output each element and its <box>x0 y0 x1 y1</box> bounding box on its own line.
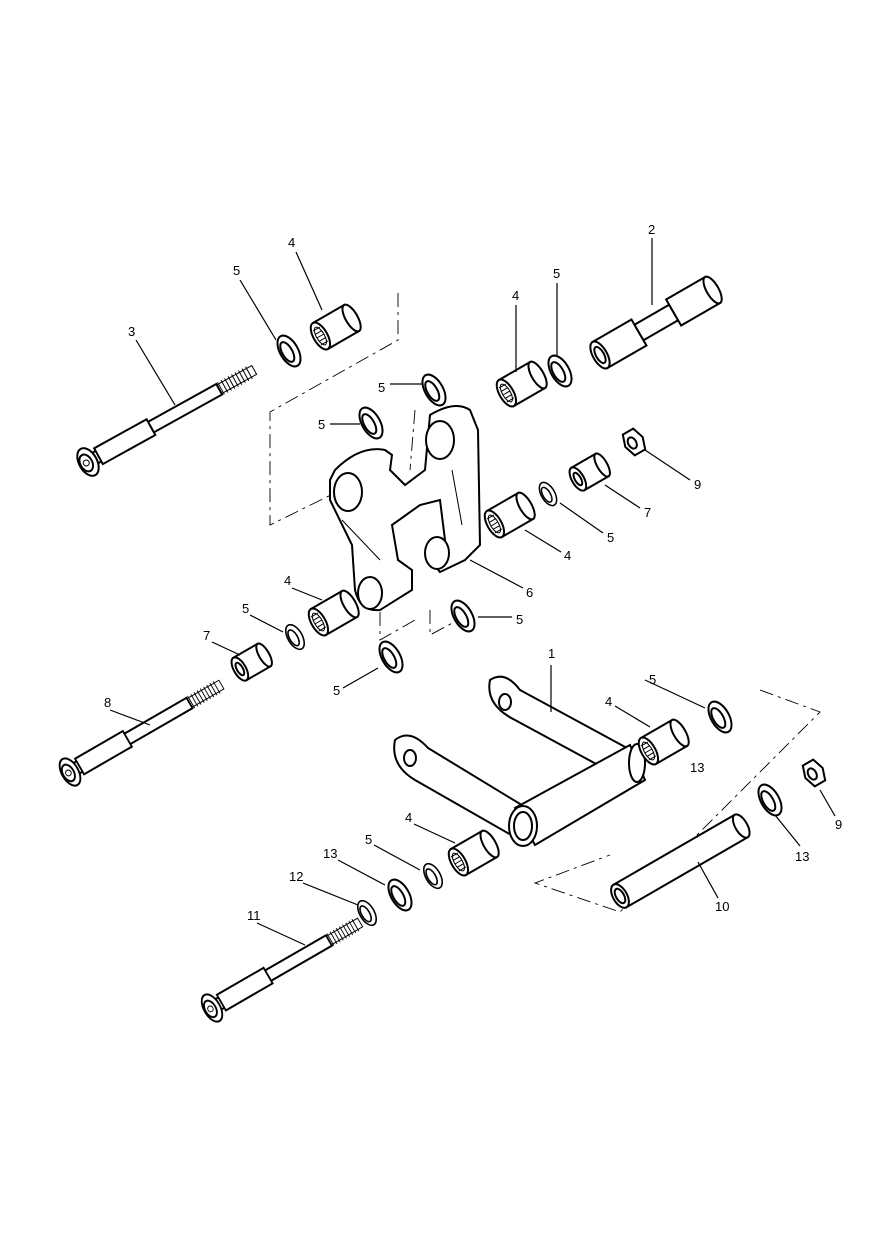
needle-bearing-4 <box>443 827 504 880</box>
callout-4: 4 <box>288 235 295 250</box>
seal-5 <box>445 595 481 637</box>
callout-6: 6 <box>526 585 533 600</box>
callout-4: 4 <box>512 288 519 303</box>
nut-9 <box>798 756 830 790</box>
assembly-guide-mid <box>379 409 459 641</box>
link-plate-1 <box>393 675 647 847</box>
spacer-7 <box>565 450 614 495</box>
washer-12 <box>353 896 381 930</box>
seal-5 <box>702 696 738 738</box>
callout-7: 7 <box>644 505 651 520</box>
callout-5: 5 <box>333 683 340 698</box>
rocker-arm-6 <box>329 405 482 612</box>
seal-5 <box>271 330 307 372</box>
callout-2: 2 <box>648 222 655 237</box>
callout-4: 4 <box>564 548 571 563</box>
callout-7: 7 <box>203 628 210 643</box>
bolt-11 <box>196 908 369 1027</box>
washer-13 <box>752 779 788 821</box>
seal-5 <box>373 636 409 678</box>
bolt-3 <box>71 355 263 481</box>
callout-3: 3 <box>128 324 135 339</box>
callout-5: 5 <box>233 263 240 278</box>
callout-5: 5 <box>318 417 325 432</box>
needle-bearing-4 <box>303 587 364 640</box>
callout-5: 5 <box>365 832 372 847</box>
callout-10: 10 <box>715 899 729 914</box>
callout-5: 5 <box>553 266 560 281</box>
callout-4: 4 <box>605 694 612 709</box>
nut-9 <box>618 425 650 459</box>
callout-1: 1 <box>548 646 555 661</box>
needle-bearing-4 <box>305 301 366 354</box>
leader-lines <box>109 238 836 946</box>
callout-5: 5 <box>516 612 523 627</box>
callout-9: 9 <box>835 817 842 832</box>
bolt-8 <box>54 670 230 791</box>
seal-5 <box>416 369 452 411</box>
callout-9: 9 <box>694 477 701 492</box>
callout-5: 5 <box>607 530 614 545</box>
callout-5: 5 <box>242 601 249 616</box>
seal-5 <box>419 859 447 893</box>
assembly-guide-lower <box>533 689 821 913</box>
seal-5 <box>353 402 389 444</box>
washer-13 <box>382 874 418 916</box>
callout-13: 13 <box>690 760 704 775</box>
callout-12: 12 <box>289 869 303 884</box>
callout-13: 13 <box>323 846 337 861</box>
spacer-7 <box>227 640 276 685</box>
pivot-sleeve-2 <box>589 275 723 370</box>
callout-8: 8 <box>104 695 111 710</box>
callout-4: 4 <box>405 810 412 825</box>
callout-4: 4 <box>284 573 291 588</box>
callout-13: 13 <box>795 849 809 864</box>
seal-5 <box>535 478 561 510</box>
seal-5 <box>542 350 578 392</box>
spacer-tube-10 <box>610 813 751 909</box>
needle-bearing-4 <box>491 358 552 411</box>
callout-5: 5 <box>378 380 385 395</box>
callout-11: 11 <box>247 908 261 923</box>
assembly-guide-upper <box>269 293 399 526</box>
seal-5 <box>281 620 309 654</box>
callout-5: 5 <box>649 672 656 687</box>
